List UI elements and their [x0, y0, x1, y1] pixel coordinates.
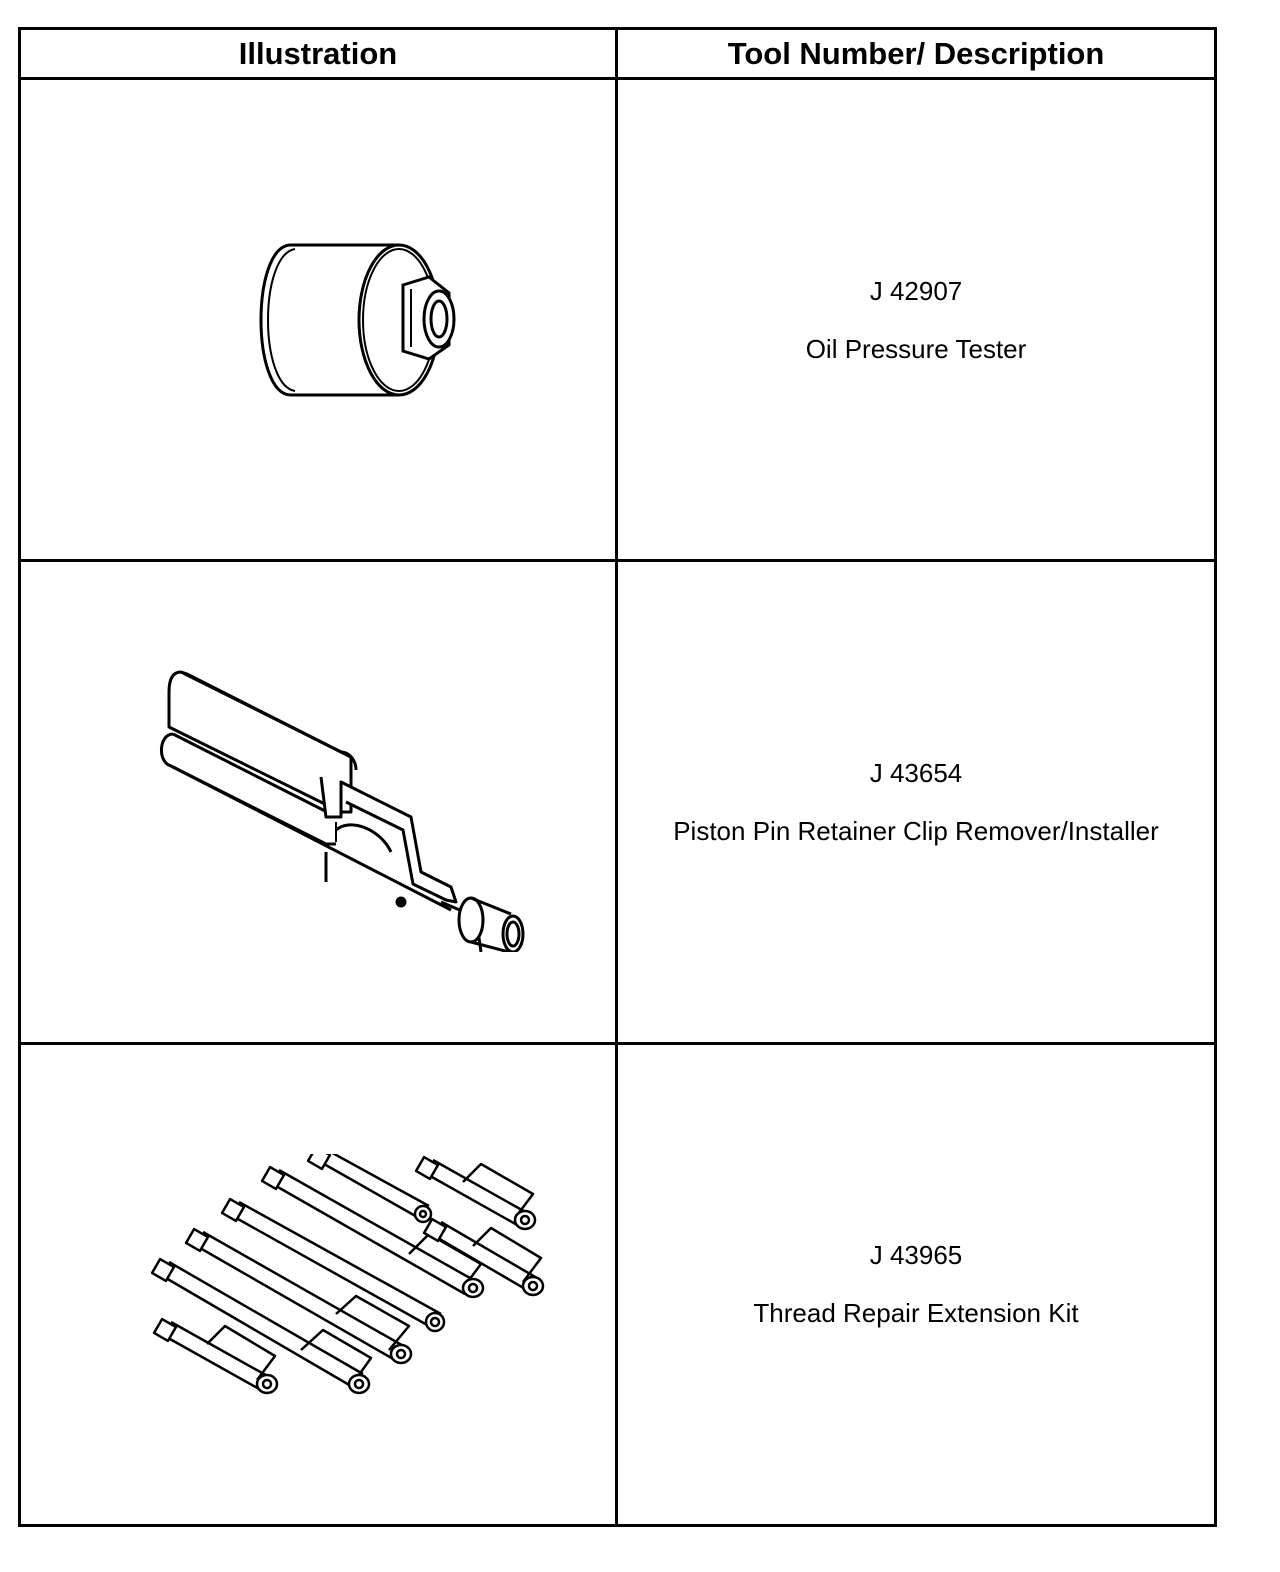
extension-short	[414, 1156, 537, 1231]
tool-number: J 43965	[869, 1240, 963, 1271]
description-cell: J 42907 Oil Pressure Tester	[615, 76, 1217, 563]
extension-rod	[220, 1198, 446, 1333]
extension-short	[152, 1318, 279, 1395]
extension-rod	[151, 1258, 373, 1395]
illustration-cell	[18, 76, 618, 563]
extension-short	[422, 1218, 545, 1297]
tool-description: Piston Pin Retainer Clip Remover/Install…	[673, 815, 1159, 846]
special-tools-table: Illustration Tool Number/ Description	[18, 27, 1217, 1528]
illustration-cell	[18, 559, 618, 1045]
tool-description: Thread Repair Extension Kit	[753, 1298, 1079, 1329]
table-row: J 43654 Piston Pin Retainer Clip Remover…	[18, 559, 1217, 1045]
thread-repair-extensions-icon	[151, 1154, 545, 1395]
tool-description: Oil Pressure Tester	[805, 333, 1027, 364]
description-cell: J 43965 Thread Repair Extension Kit	[615, 1041, 1217, 1528]
tool-number: J 42907	[869, 275, 963, 306]
table-row: J 42907 Oil Pressure Tester	[18, 76, 1217, 563]
tool-number: J 43654	[869, 757, 963, 788]
piston-pin-clip-tool-icon	[160, 670, 525, 952]
extension-rod	[306, 1154, 433, 1224]
description-header: Tool Number/ Description	[615, 27, 1217, 80]
illustration-header: Illustration	[18, 27, 618, 80]
table-row: J 43965 Thread Repair Extension Kit	[18, 1041, 1217, 1528]
description-cell: J 43654 Piston Pin Retainer Clip Remover…	[615, 559, 1217, 1045]
oil-pressure-tester-icon	[259, 243, 456, 397]
header-row: Illustration Tool Number/ Description	[18, 27, 1217, 80]
extension-rod	[184, 1228, 413, 1365]
illustration-cell	[18, 1041, 618, 1528]
